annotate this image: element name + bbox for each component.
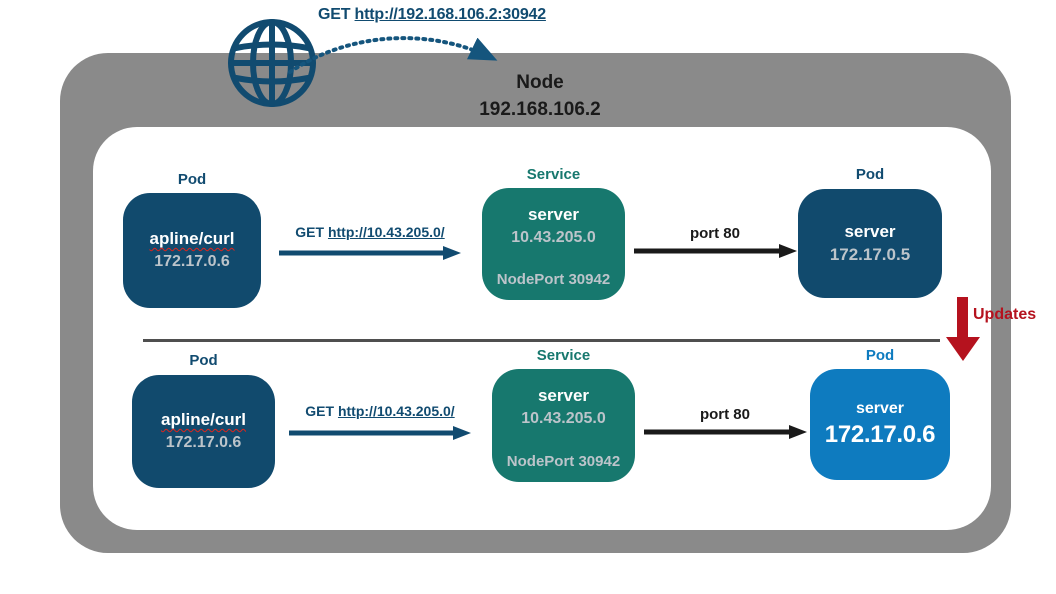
row2-client-pod-box: apline/curl 172.17.0.6	[132, 375, 275, 488]
row2-client-pod-name: apline/curl	[160, 410, 247, 430]
row2-server-pod-kind-label: Pod	[865, 347, 895, 364]
row2-server-pod-name: server	[855, 399, 905, 417]
row1-request-method: GET	[295, 224, 325, 240]
row1-server-pod-name: server	[844, 221, 896, 241]
updates-arrow-head	[946, 337, 980, 361]
row2-request-method: GET	[305, 403, 335, 419]
row2-server-pod-box: server 172.17.0.6	[810, 369, 950, 480]
external-request-arrow	[288, 36, 498, 74]
row1-service-kind-label: Service	[526, 166, 581, 183]
row1-service-box: server 10.43.205.0 NodePort 30942	[482, 188, 625, 300]
row2-service-ip: 10.43.205.0	[521, 409, 606, 427]
node-ip: 192.168.106.2	[479, 98, 601, 120]
row2-server-pod-ip: 172.17.0.6	[824, 421, 936, 449]
external-request-label: GET http://192.168.106.2:30942	[318, 6, 546, 24]
external-request-url: http://192.168.106.2:30942	[354, 6, 547, 23]
row2-service-box: server 10.43.205.0 NodePort 30942	[492, 369, 635, 482]
row1-client-pod-name: apline/curl	[149, 229, 235, 249]
row1-request-arrow	[279, 246, 461, 260]
row2-port-label: port 80	[699, 406, 750, 423]
row2-client-pod-kind-label: Pod	[189, 352, 218, 369]
row2-request-url: http://10.43.205.0/	[337, 403, 455, 419]
row2-port-arrow	[644, 425, 807, 439]
state-separator-line	[143, 339, 940, 342]
row1-service-nodeport: NodePort 30942	[496, 271, 611, 288]
row1-request-url: http://10.43.205.0/	[327, 224, 445, 240]
updates-label: Updates	[973, 306, 1037, 323]
row1-client-pod-kind-label: Pod	[177, 171, 207, 188]
node-label: Node	[516, 72, 564, 93]
row1-server-pod-kind-label: Pod	[855, 166, 885, 183]
row1-request-label: GET http://10.43.205.0/	[270, 224, 470, 240]
internet-globe-icon	[228, 19, 316, 107]
row1-client-pod-box: apline/curl 172.17.0.6	[123, 193, 261, 308]
row2-service-name: server	[537, 386, 590, 405]
row1-service-name: server	[527, 205, 580, 224]
row2-client-pod-ip: 172.17.0.6	[165, 434, 242, 452]
row1-service-ip: 10.43.205.0	[511, 228, 596, 246]
row1-server-pod-ip: 172.17.0.5	[829, 244, 911, 264]
row2-request-arrow	[289, 426, 471, 440]
updates-arrow	[957, 297, 968, 338]
row1-port-label: port 80	[689, 225, 740, 242]
row1-port-arrow	[634, 244, 797, 258]
row2-service-kind-label: Service	[536, 347, 591, 364]
row1-client-pod-ip: 172.17.0.6	[154, 253, 230, 271]
external-request-method: GET	[318, 6, 351, 23]
row2-request-label: GET http://10.43.205.0/	[280, 403, 480, 419]
row1-server-pod-box: server 172.17.0.5	[798, 189, 942, 298]
node-title: Node 192.168.106.2	[440, 70, 640, 123]
row2-service-nodeport: NodePort 30942	[506, 453, 621, 470]
